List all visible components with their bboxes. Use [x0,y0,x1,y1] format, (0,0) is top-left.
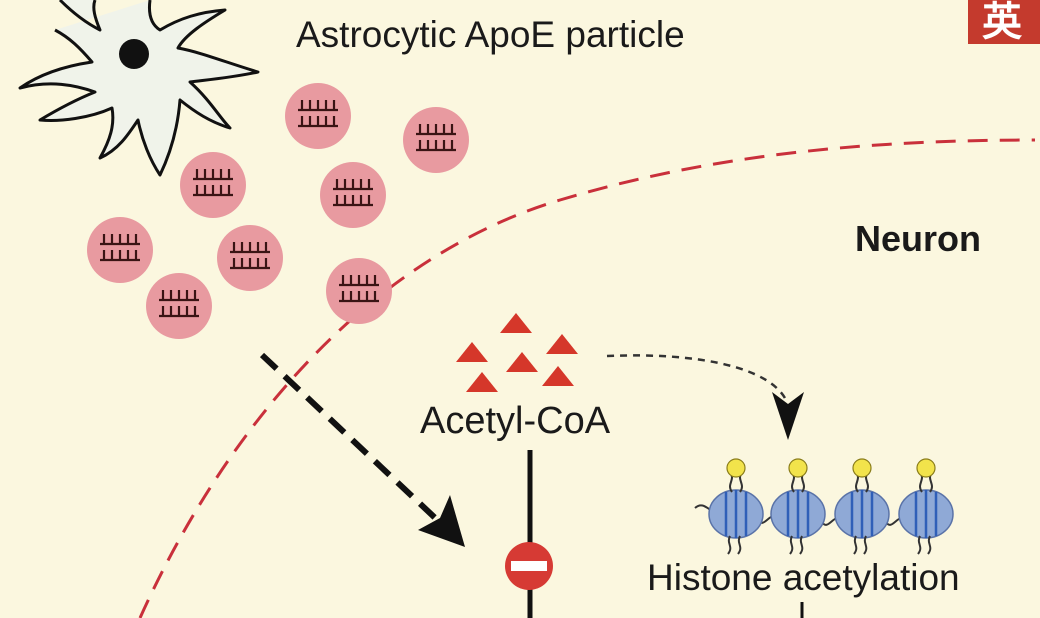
apoe-particle [320,162,386,228]
acetyl-coa-triangle [506,352,538,372]
apoe-particle [146,273,212,339]
acetyl-coa-triangle [542,366,574,386]
nucleosome [898,458,954,555]
language-badge[interactable]: 英 [968,0,1040,44]
apoe-particle-label: Astrocytic ApoE particle [296,14,685,55]
acetyl-coa-triangle [500,313,532,333]
apoe-particle [217,225,283,291]
apoe-particle [180,152,246,218]
neuron-label: Neuron [855,218,981,259]
acetyl-coa-label: Acetyl-CoA [420,400,611,442]
uptake-arrow [259,352,451,533]
apoe-particle [326,258,392,324]
apoe-particle-group [87,83,469,339]
inhibition-icon [505,542,553,590]
nucleosome [708,458,764,555]
apoe-particle [87,217,153,283]
neuron-membrane-boundary [138,138,1036,618]
apoe-particle [285,83,351,149]
astrocyte-cell-icon [18,0,260,177]
acetylation-arrowhead [772,392,804,440]
acetylation-arrow [606,354,788,401]
acetyl-coa-triangle [546,334,578,354]
nucleosome [770,458,826,555]
uptake-arrowhead [418,495,465,547]
nucleosome [834,458,890,555]
histone-acetylation-label: Histone acetylation [647,557,960,598]
apoe-particle [403,107,469,173]
acetyl-coa-triangles [456,313,578,392]
acetyl-coa-triangle [456,342,488,362]
acetyl-coa-triangle [466,372,498,392]
nucleosome-array [694,458,954,555]
